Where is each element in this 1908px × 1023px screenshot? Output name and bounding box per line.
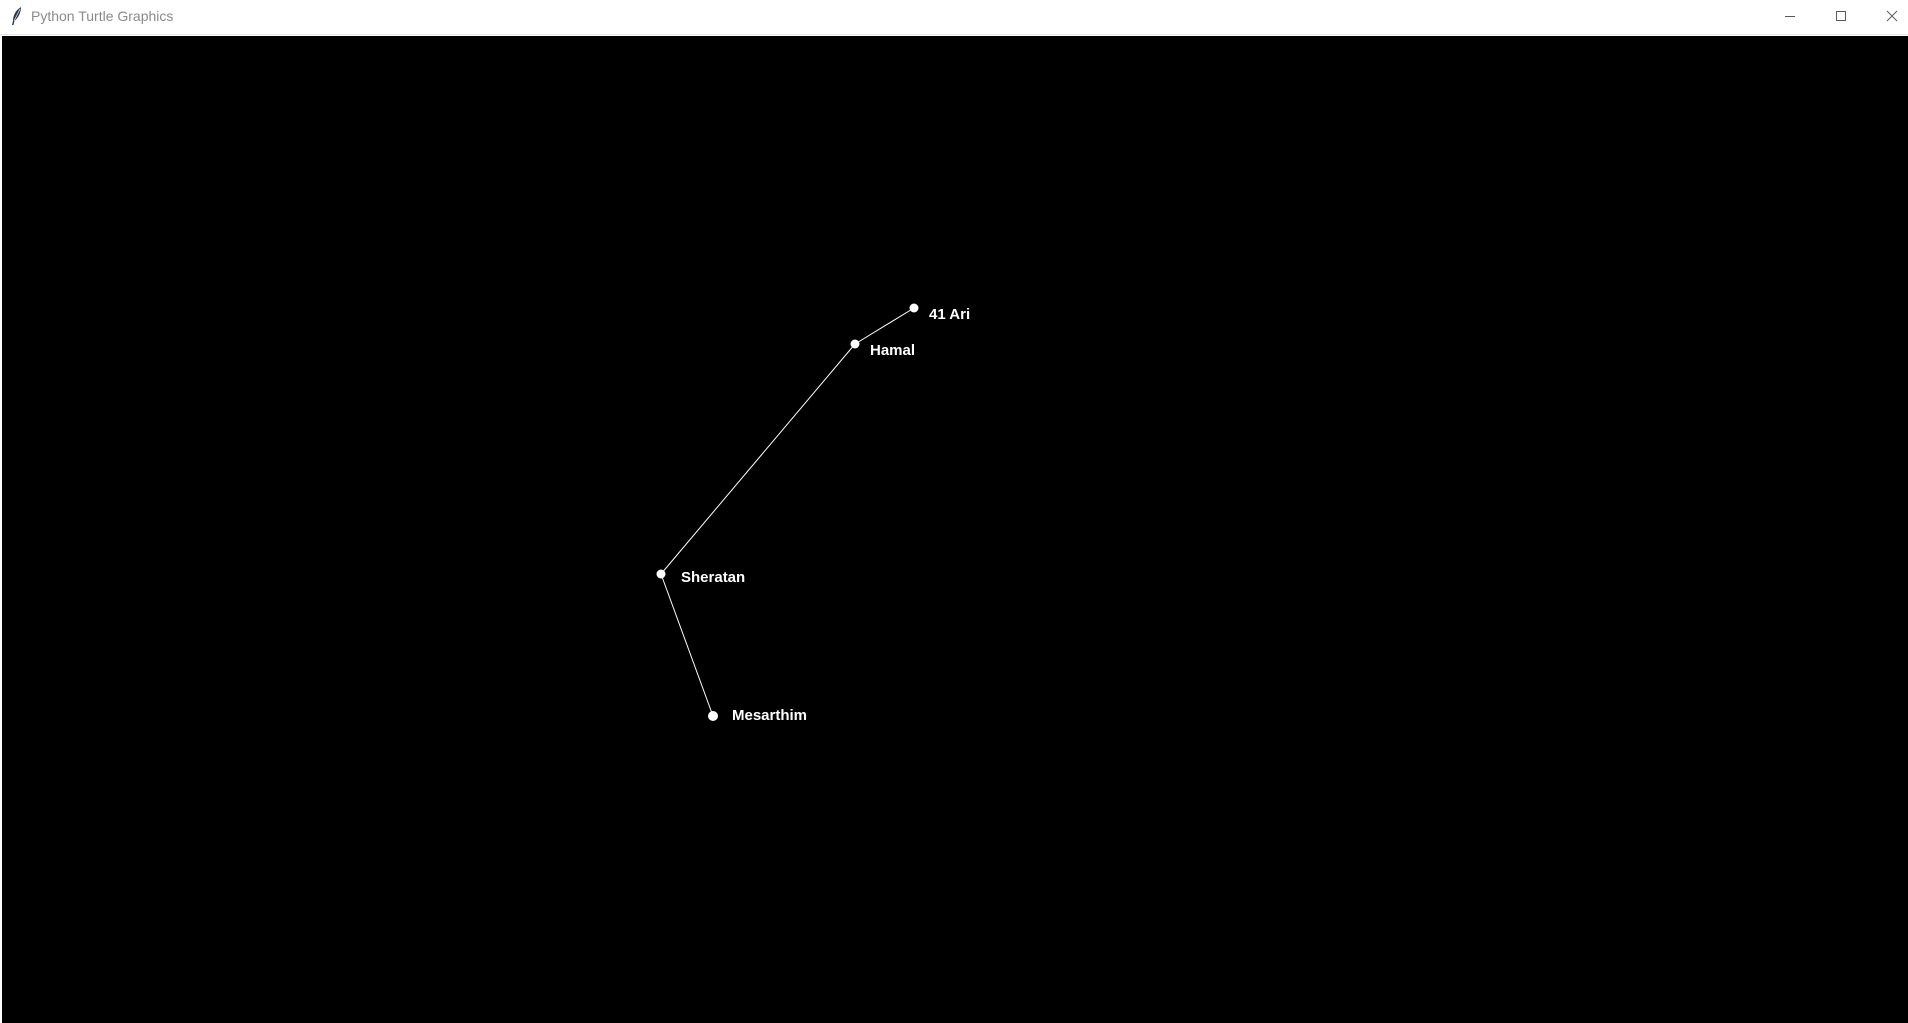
maximize-icon xyxy=(1836,11,1846,21)
constellation-line xyxy=(854,307,915,345)
star-label-hamal: Hamal xyxy=(870,342,915,359)
window-title: Python Turtle Graphics xyxy=(31,8,174,24)
star-label-mesarthim: Mesarthim xyxy=(732,707,807,724)
star-label-41-ari: 41 Ari xyxy=(929,306,970,323)
constellation-line xyxy=(660,343,856,575)
minimize-button[interactable] xyxy=(1765,0,1815,32)
star-label-sheratan: Sheratan xyxy=(681,569,745,586)
constellation-line xyxy=(660,573,714,717)
feather-icon xyxy=(12,7,21,25)
title-bar[interactable]: Python Turtle Graphics xyxy=(0,0,1908,35)
star-hamal xyxy=(850,339,860,349)
turtle-canvas[interactable]: 41 Ari Hamal Sheratan Mesarthim xyxy=(2,36,1908,1023)
close-button[interactable] xyxy=(1867,0,1908,32)
constellation-drawing: 41 Ari Hamal Sheratan Mesarthim xyxy=(656,303,970,724)
maximize-button[interactable] xyxy=(1816,0,1866,32)
star-sheratan xyxy=(656,569,666,579)
minimize-icon xyxy=(1785,16,1795,17)
star-41-ari xyxy=(909,303,919,313)
close-icon xyxy=(1886,10,1898,22)
star-mesarthim xyxy=(708,711,718,721)
